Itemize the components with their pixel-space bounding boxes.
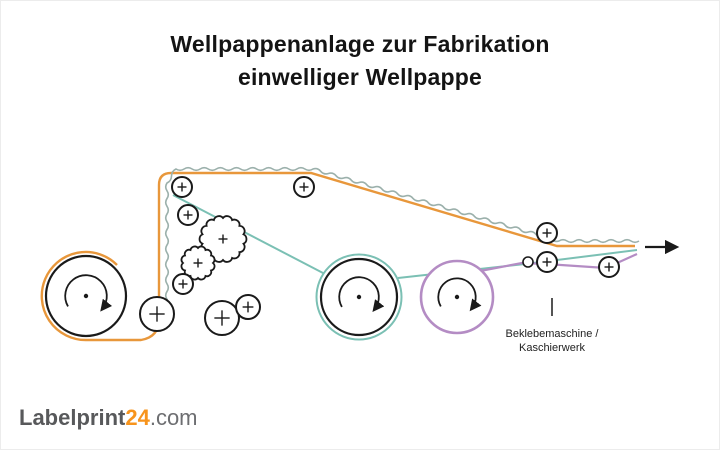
page-title: Wellpappenanlage zur Fabrikation einwell… bbox=[1, 28, 719, 94]
corrugating-roll-lower-gear bbox=[180, 245, 216, 281]
logo-number: 24 bbox=[125, 405, 150, 430]
teal-paper-path-in bbox=[172, 194, 324, 274]
labelprint24-logo: Labelprint24.com bbox=[19, 405, 198, 431]
machine-label-line-1: Beklebemaschine / bbox=[505, 328, 599, 340]
guide-roller bbox=[293, 176, 315, 198]
guide-roller bbox=[598, 256, 620, 278]
guide-roller bbox=[171, 176, 193, 198]
title-line-1: Wellpappenanlage zur Fabrikation bbox=[170, 31, 550, 57]
orange-liner-paper-path bbox=[40, 171, 635, 342]
paper-roll-left bbox=[44, 254, 128, 338]
paper-roll-right bbox=[419, 259, 495, 335]
guide-roller bbox=[536, 251, 558, 273]
small-roller bbox=[522, 256, 534, 268]
guide-roller bbox=[177, 204, 199, 226]
machine-label-line-2: Kaschierwerk bbox=[518, 342, 586, 354]
guide-roller bbox=[172, 273, 194, 295]
logo-text: Labelprint bbox=[19, 405, 126, 430]
machine-label: Beklebemaschine / Kaschierwerk bbox=[472, 327, 632, 355]
guide-roller bbox=[204, 300, 240, 336]
guide-roller bbox=[235, 294, 261, 320]
title-line-2: einwelliger Wellpappe bbox=[237, 64, 483, 90]
logo-suffix: .com bbox=[149, 405, 198, 430]
corrugating-roll-upper-gear bbox=[198, 215, 248, 263]
guide-roller bbox=[139, 296, 175, 332]
paper-roll-middle bbox=[319, 257, 399, 337]
middle-roll-wrap-path bbox=[315, 253, 403, 341]
guide-roller bbox=[536, 222, 558, 244]
